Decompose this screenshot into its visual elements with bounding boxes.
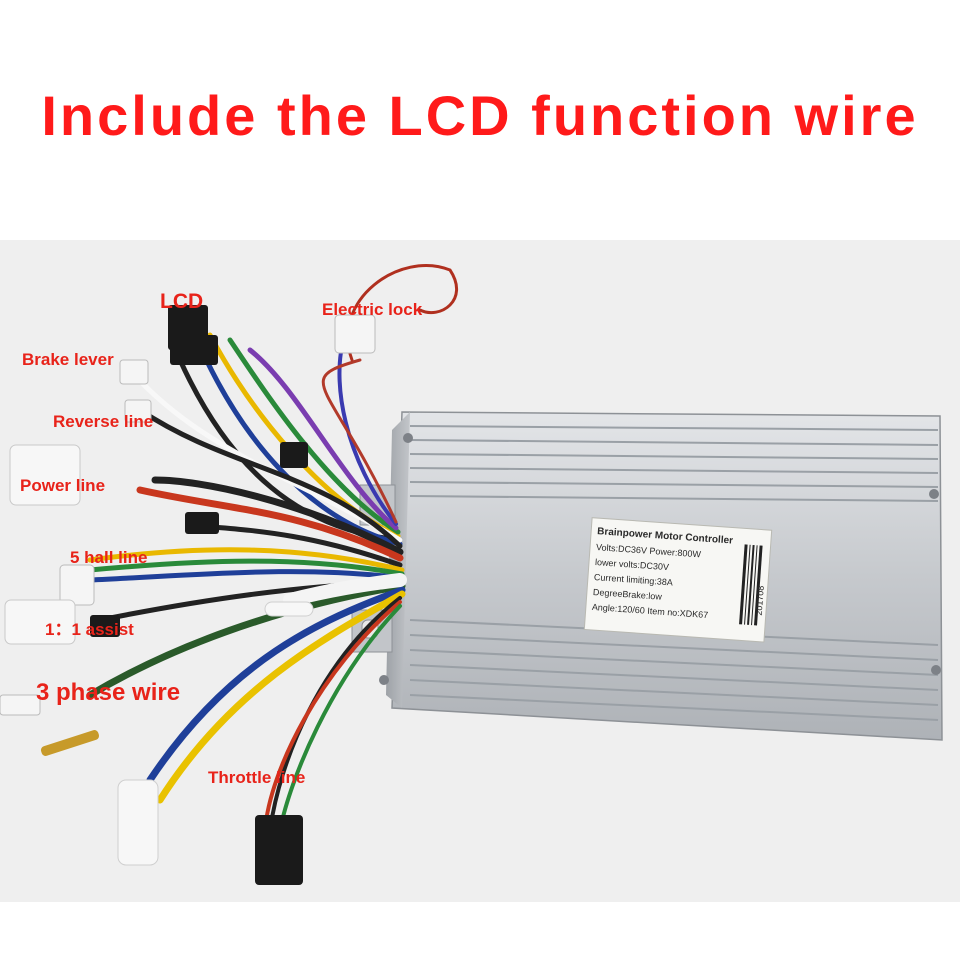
callout-lcd: LCD — [160, 290, 204, 313]
callout-power-line: Power line — [20, 476, 106, 495]
connectors — [0, 305, 376, 885]
callout-electric-lock: Electric lock — [322, 300, 423, 319]
barcode — [739, 544, 763, 626]
callout-brake-lever: Brake lever — [22, 350, 114, 369]
callout-5-hall-line: 5 hall line — [70, 548, 148, 567]
product-photo: Brainpower Motor Controller Volts:DC36V … — [0, 240, 960, 902]
spec-label: Brainpower Motor Controller Volts:DC36V … — [583, 517, 773, 643]
callout-throttle-line: Throttle line — [208, 768, 306, 787]
controller-illustration: Brainpower Motor Controller Volts:DC36V … — [0, 240, 960, 902]
headline: Include the LCD function wire — [41, 84, 919, 147]
date-code: 201708 — [754, 585, 766, 616]
callout-assist: 1：1 assist — [45, 620, 134, 639]
spec-label-line4: DegreeBrake:low — [593, 587, 663, 602]
wire-harness — [86, 264, 458, 832]
callout-3-phase-wire: 3 phase wire — [36, 679, 181, 706]
callout-reverse-line: Reverse line — [53, 412, 154, 431]
